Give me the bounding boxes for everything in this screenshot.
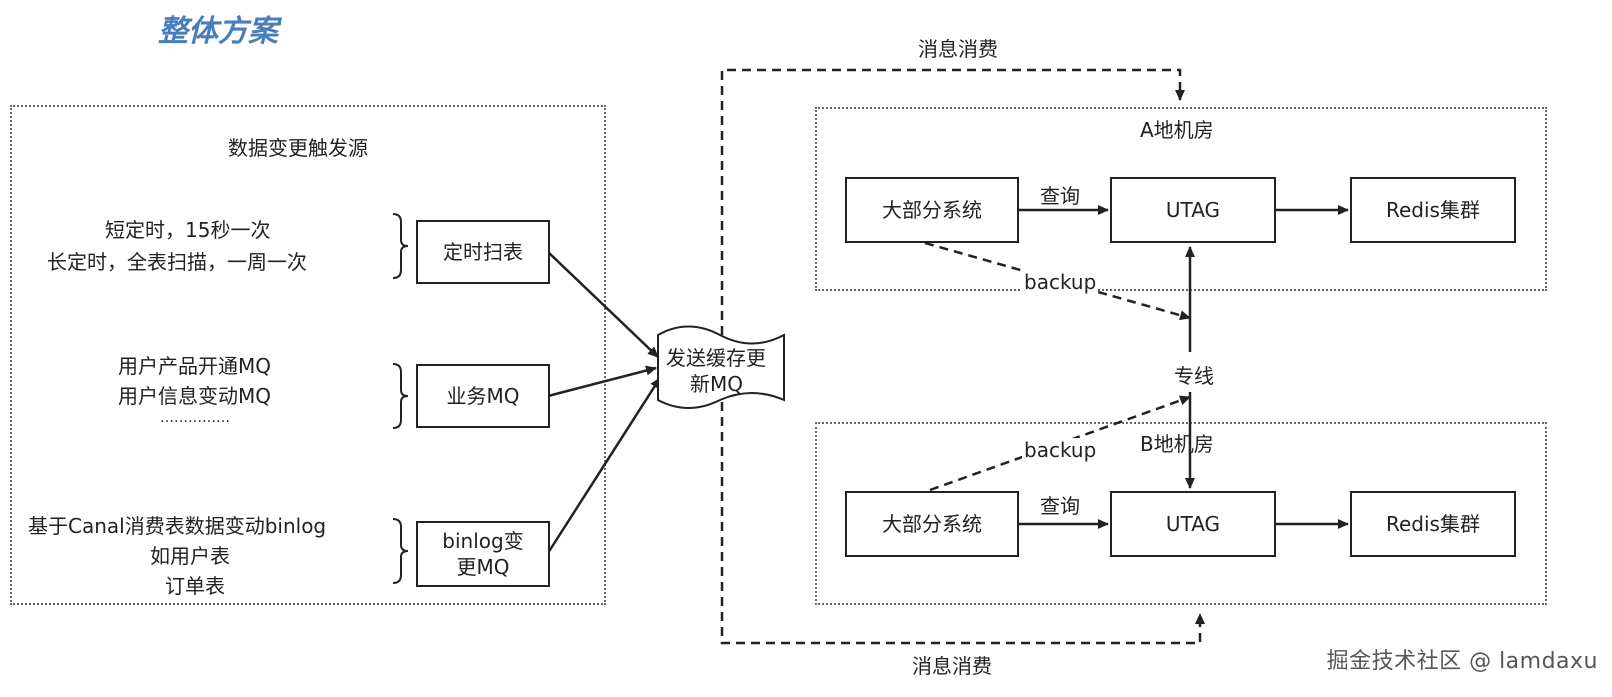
mq-shape bbox=[657, 325, 785, 409]
business-mq-box: 业务MQ bbox=[416, 364, 550, 428]
binlog-mq-box: binlog变 更MQ bbox=[416, 521, 550, 587]
room-a-system-box: 大部分系统 bbox=[845, 177, 1019, 243]
arrow-business-to-mq bbox=[547, 365, 657, 398]
binlog-desc-line-1: 基于Canal消费表数据变动binlog bbox=[28, 514, 327, 538]
consume-line-top bbox=[720, 68, 1185, 335]
room-a-redis-box: Redis集群 bbox=[1350, 177, 1516, 243]
arrow-binlog-to-mq bbox=[546, 377, 662, 554]
arrow-timer-to-mq bbox=[547, 251, 659, 358]
source-region bbox=[10, 105, 606, 605]
binlog-box-line-2: 更MQ bbox=[456, 555, 510, 579]
business-desc-ellipsis: …………… bbox=[160, 410, 230, 426]
brace-binlog bbox=[392, 518, 409, 584]
room-b-backup-label: backup bbox=[1022, 438, 1099, 462]
room-b-label: B地机房 bbox=[1140, 432, 1214, 456]
binlog-desc-line-3: 订单表 bbox=[165, 574, 225, 598]
timer-scan-box: 定时扫表 bbox=[416, 220, 550, 284]
consume-label-bottom: 消息消费 bbox=[912, 654, 992, 678]
room-b-redis-box: Redis集群 bbox=[1350, 491, 1516, 557]
source-region-label: 数据变更触发源 bbox=[228, 136, 368, 160]
room-b-query-label: 查询 bbox=[1040, 494, 1080, 518]
brace-timer bbox=[392, 213, 409, 279]
room-a-label: A地机房 bbox=[1140, 118, 1214, 142]
business-desc-line-2: 用户信息变动MQ bbox=[118, 384, 271, 408]
consume-line-bottom bbox=[720, 402, 1205, 645]
room-a-backup-label: backup bbox=[1022, 270, 1099, 294]
mq-label-line-2: 新MQ bbox=[690, 372, 743, 396]
room-a-utag-box: UTAG bbox=[1110, 177, 1276, 243]
room-a-query-label: 查询 bbox=[1040, 184, 1080, 208]
room-b-system-box: 大部分系统 bbox=[845, 491, 1019, 557]
timer-desc-line-1: 短定时，15秒一次 bbox=[105, 218, 271, 242]
consume-label-top: 消息消费 bbox=[918, 37, 998, 61]
binlog-box-line-1: binlog变 bbox=[442, 529, 524, 553]
brace-business bbox=[392, 363, 409, 429]
dedicated-line-label: 专线 bbox=[1172, 360, 1216, 389]
room-b-utag-box: UTAG bbox=[1110, 491, 1276, 557]
mq-label-line-1: 发送缓存更 bbox=[666, 346, 766, 370]
binlog-desc-line-2: 如用户表 bbox=[150, 544, 230, 568]
business-desc-line-1: 用户产品开通MQ bbox=[118, 354, 271, 378]
room-b-region bbox=[815, 422, 1547, 605]
watermark: 掘金技术社区 @ lamdaxu bbox=[1326, 649, 1598, 674]
diagram-title: 整体方案 bbox=[158, 14, 278, 49]
timer-desc-line-2: 长定时，全表扫描，一周一次 bbox=[47, 250, 307, 274]
room-a-region bbox=[815, 107, 1547, 291]
